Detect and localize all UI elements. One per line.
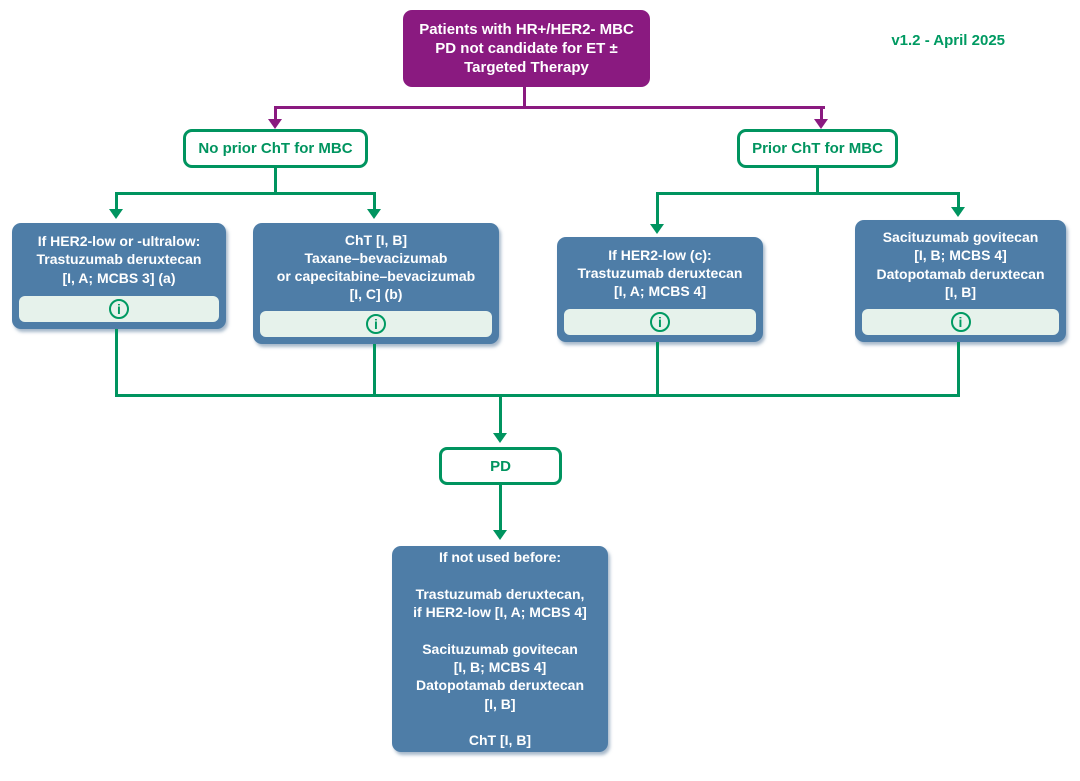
arrowhead-to-node-t2 — [367, 209, 381, 219]
info-icon: i — [109, 299, 129, 319]
node-text: ChT [I, B] Taxane–bevacizumab or capecit… — [253, 223, 499, 309]
node-line: [I, C] (b) — [349, 286, 403, 303]
node-line: ChT [I, B] — [468, 732, 532, 749]
node-line: If not used before: — [438, 549, 562, 566]
node-line: [I, B; MCBS 4] — [453, 659, 547, 675]
arrowhead-to-node-t1 — [109, 209, 123, 219]
connector-t3-down — [656, 342, 659, 397]
arrowhead-to-final — [493, 530, 507, 540]
connector-prior-split — [657, 192, 960, 195]
info-button[interactable]: i — [260, 311, 492, 337]
root-node-line: Patients with HR+/HER2- MBC — [419, 20, 634, 38]
node-line: ChT [I, B] — [344, 231, 408, 248]
node-text: If HER2-low or -ultralow: Trastuzumab de… — [12, 223, 226, 294]
root-node-line: Targeted Therapy — [464, 59, 589, 77]
arrowhead-to-prior — [814, 119, 828, 129]
branch-label: Prior ChT for MBC — [752, 140, 883, 157]
node-line: or capecitabine–bevacizumab — [276, 268, 476, 284]
version-label: v1.2 - April 2025 — [891, 32, 1005, 49]
connector-to-node-t1 — [115, 192, 118, 211]
connector-no-prior-stem — [274, 168, 277, 194]
connector-root-to-no-prior — [274, 106, 277, 120]
final-paragraph: Sacituzumab govitecan [I, B; MCBS 4] Dat… — [398, 640, 602, 714]
node-if-not-used-before: If not used before: Trastuzumab deruxtec… — [392, 546, 608, 752]
node-line: if HER2-low [I, A; MCBS 4] — [413, 604, 587, 621]
connector-to-node-t3 — [656, 192, 659, 225]
node-cht-taxane-capecitabine-bevacizumab: ChT [I, B] Taxane–bevacizumab or capecit… — [253, 223, 499, 344]
connector-t4-down — [957, 342, 960, 397]
info-icon: i — [366, 314, 386, 334]
branch-label: No prior ChT for MBC — [198, 140, 353, 157]
connector-t2-down — [373, 344, 376, 397]
connector-no-prior-split — [116, 192, 376, 195]
root-node-line: PD not candidate for ET ± — [435, 39, 618, 57]
node-line: If HER2-low or -ultralow: — [37, 233, 201, 250]
node-text: Sacituzumab govitecan [I, B; MCBS 4] Dat… — [855, 220, 1066, 307]
branch-node-prior-cht: Prior ChT for MBC — [737, 129, 898, 168]
node-line: [I, A; MCBS 4] — [613, 283, 707, 300]
node-line: Trastuzumab deruxtecan — [577, 264, 743, 281]
connector-prior-stem — [816, 168, 819, 194]
arrowhead-to-node-t4 — [951, 207, 965, 217]
node-trastuzumab-deruxtecan-her2low: If HER2-low (c): Trastuzumab deruxtecan … — [557, 237, 763, 342]
node-line: Trastuzumab deruxtecan — [36, 251, 202, 268]
node-line: Sacituzumab govitecan — [882, 229, 1039, 246]
connector-root-split — [276, 106, 825, 109]
info-button[interactable]: i — [19, 296, 219, 322]
node-trastuzumab-deruxtecan-her2low-ultralow: If HER2-low or -ultralow: Trastuzumab de… — [12, 223, 226, 329]
node-line: Sacituzumab govitecan — [422, 640, 578, 657]
branch-node-no-prior-cht: No prior ChT for MBC — [183, 129, 368, 168]
node-line: Taxane–bevacizumab — [304, 249, 448, 266]
connector-to-pd — [499, 394, 502, 434]
pd-label: PD — [490, 457, 511, 475]
arrowhead-to-no-prior — [268, 119, 282, 129]
info-button[interactable]: i — [564, 309, 756, 335]
pd-node: PD — [439, 447, 562, 485]
connector-to-node-t4 — [957, 192, 960, 209]
node-text: If HER2-low (c): Trastuzumab deruxtecan … — [557, 237, 763, 307]
connector-root-to-prior — [820, 106, 823, 120]
node-line: [I, B] — [484, 695, 516, 712]
final-paragraph: ChT [I, B] — [398, 731, 602, 749]
root-node: Patients with HR+/HER2- MBC PD not candi… — [403, 10, 650, 87]
info-icon: i — [950, 312, 971, 332]
connector-to-node-t2 — [373, 192, 376, 211]
connector-root-stem — [523, 87, 526, 108]
connector-t1-down — [115, 329, 118, 397]
node-line: [I, B] — [944, 283, 977, 300]
arrowhead-to-node-t3 — [650, 224, 664, 234]
node-line: If HER2-low (c): — [608, 246, 712, 263]
final-paragraph: Trastuzumab deruxtecan, if HER2-low [I, … — [398, 585, 602, 622]
connector-pd-to-final — [499, 485, 502, 531]
node-line: [I, B; MCBS 4] — [914, 247, 1007, 264]
info-button[interactable]: i — [862, 309, 1059, 335]
node-line: Datopotamab deruxtecan — [876, 265, 1045, 282]
node-line: [I, A; MCBS 3] (a) — [62, 269, 176, 286]
node-line: Trastuzumab deruxtecan, — [415, 585, 585, 602]
arrowhead-to-pd — [493, 433, 507, 443]
connector-converge — [115, 394, 960, 397]
node-line: Datopotamab deruxtecan — [415, 677, 585, 694]
info-icon: i — [650, 312, 670, 332]
final-paragraph: If not used before: — [398, 548, 602, 566]
node-sacituzumab-datopotamab: Sacituzumab govitecan [I, B; MCBS 4] Dat… — [855, 220, 1066, 342]
